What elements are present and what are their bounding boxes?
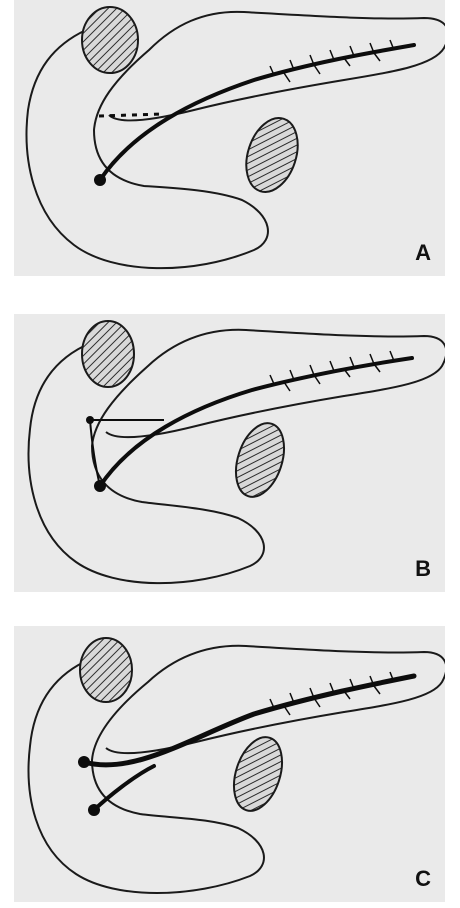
ampulla-point [88, 804, 100, 816]
panel-label: A [415, 240, 431, 266]
pancreas-diagram-b [14, 314, 445, 592]
ampulla-point [94, 174, 106, 186]
panel-background [14, 314, 445, 592]
ampulla-point [94, 480, 106, 492]
panel-background [14, 0, 445, 276]
duodenum-cross-section-top [82, 7, 138, 73]
panel-label: B [415, 556, 431, 582]
panel-c: C [14, 626, 445, 902]
pancreas-diagram-a [14, 0, 445, 276]
duodenum-cross-section-top [80, 638, 132, 702]
minor-papilla-point [78, 756, 90, 768]
panel-label: C [415, 866, 431, 892]
duodenum-cross-section-top [82, 321, 134, 387]
pancreas-diagram-c [14, 626, 445, 902]
panel-b: B [14, 314, 445, 592]
minor-papilla-point [86, 416, 94, 424]
panel-a: A [14, 0, 445, 276]
